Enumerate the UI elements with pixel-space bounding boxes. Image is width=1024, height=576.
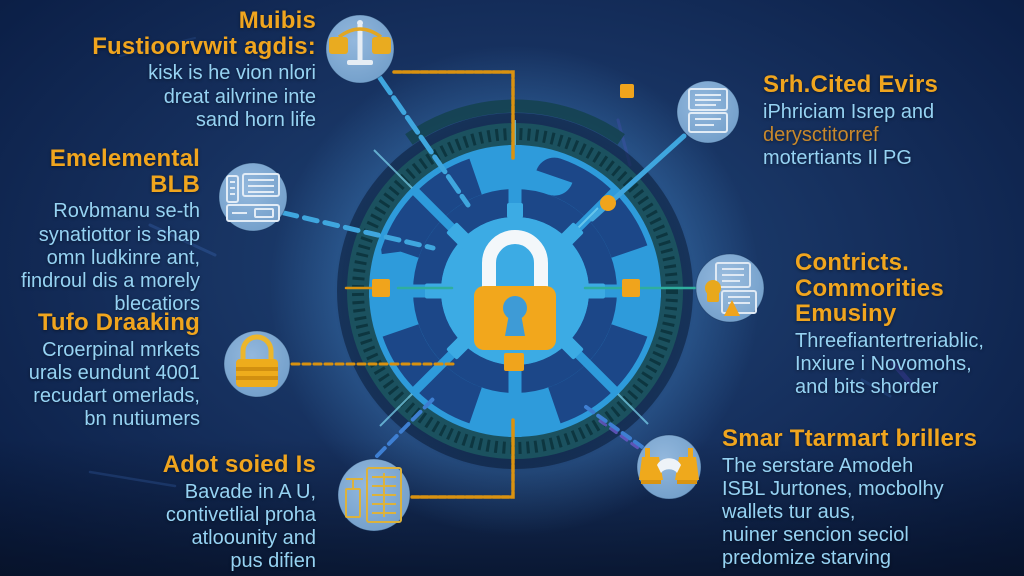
block-body: Bavade in A U, contivetlial proha atloou… — [165, 480, 316, 573]
wheel-bottom-node — [504, 353, 524, 371]
padlock-icon — [474, 230, 556, 350]
info-block-top-left: Muibis Fustioorvwit agdis: kisk is he vi… — [92, 8, 316, 132]
block-body-line: motertiants Il PG — [763, 147, 912, 170]
info-block-mid-right: Contricts. Commorities Emusiny Threefian… — [795, 250, 1024, 400]
document-list-icon — [218, 162, 288, 232]
block-heading: Contricts. Commorities Emusiny — [795, 249, 944, 328]
scales-icon — [325, 14, 395, 84]
info-block-lower-left: Tufo Draaking Croerpinal mrkets urals eu… — [29, 310, 200, 431]
document-lines-icon — [676, 80, 740, 144]
block-heading: Muibis Fustioorvwit agdis: — [92, 7, 316, 60]
block-heading: Smar Ttarmart brillers — [722, 425, 978, 452]
block-heading: Srh.Cited Evirs — [763, 71, 939, 98]
info-block-bottom-left: Adot soied Is Bavade in A U, contivetlia… — [163, 452, 316, 573]
block-body: kisk is he vion nlori dreat ailvrine int… — [148, 62, 316, 131]
block-heading: Tufo Draaking — [37, 309, 200, 336]
info-block-bottom-right: Smar Ttarmart brillers The serstare Amod… — [722, 426, 977, 571]
block-body-line: derysctitorref — [763, 123, 879, 146]
block-body-line: iPhriciam Isrep and — [763, 100, 935, 123]
checklist-icon — [337, 458, 411, 532]
block-body: Threefiantertreriablic, Inxiure i Novomo… — [795, 330, 984, 399]
info-block-mid-left: Emelemental BLB Rovbmanu se-th synatiott… — [0, 146, 200, 316]
info-block-top-right: Srh.Cited Evirs iPhriciam Isrep and dery… — [763, 72, 938, 170]
block-heading: Emelemental BLB — [49, 145, 200, 198]
icon-circles — [218, 14, 765, 532]
connector-nodes — [372, 84, 640, 297]
block-body: Croerpinal mrkets urals eundunt 4001 rec… — [28, 338, 200, 431]
handshake-bridge-icon — [636, 434, 702, 500]
documents-lock-icon — [695, 253, 765, 323]
block-body: Rovbmanu se-th synatiottor is shap omn l… — [21, 200, 200, 316]
block-heading: Adot soied Is — [162, 451, 316, 478]
block-body: The serstare Amodeh ISBL Jurtones, mocbo… — [722, 454, 944, 570]
gold-padlock-icon — [223, 330, 291, 398]
